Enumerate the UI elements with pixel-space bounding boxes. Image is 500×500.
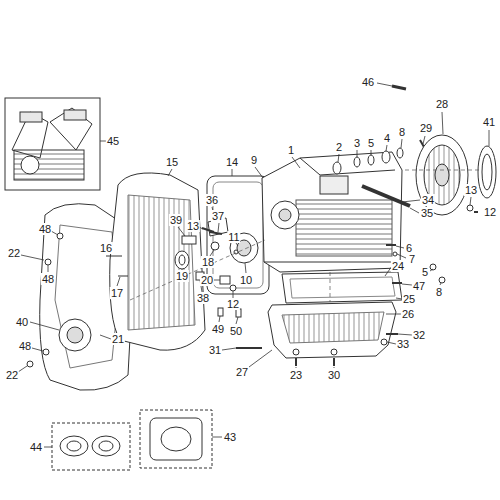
callout-number: 12 [226, 298, 240, 310]
callout-number: 48 [18, 340, 32, 352]
callout-number: 8 [398, 126, 406, 138]
kit-frame [52, 423, 130, 470]
callout-number: 49 [211, 323, 225, 335]
callout-number: 19 [175, 270, 189, 282]
callout-number: 47 [412, 280, 426, 292]
callout-number: 25 [402, 293, 416, 305]
callout-number: 31 [208, 344, 222, 356]
callout-number: 7 [408, 253, 416, 265]
inset-frame [5, 98, 100, 190]
callout-number: 45 [106, 135, 120, 147]
callout-number: 3 [353, 137, 361, 149]
callout-number: 24 [391, 260, 405, 272]
sump-gasket [282, 272, 402, 303]
callout-number: 50 [229, 325, 243, 337]
callout-number: 32 [412, 329, 426, 341]
callout-number: 44 [29, 441, 43, 453]
callout-number: 4 [383, 132, 391, 144]
engine-inset [12, 108, 92, 180]
callout-number: 11 [227, 231, 240, 243]
callout-number: 8 [435, 286, 443, 298]
callout-number: 1 [287, 144, 295, 156]
callout-number: 12 [483, 206, 497, 218]
callout-number: 34 [421, 194, 435, 206]
callout-number: 2 [335, 141, 343, 153]
kit-frame [140, 410, 212, 468]
callout-number: 15 [165, 156, 179, 168]
callout-number: 23 [289, 369, 303, 381]
timing-housing [110, 173, 205, 350]
assembly-axis [130, 170, 480, 302]
callout-number: 28 [435, 98, 449, 110]
callout-number: 43 [223, 431, 237, 443]
callout-number: 30 [327, 369, 341, 381]
callout-number: 48 [41, 273, 55, 285]
leader-lines [18, 83, 489, 447]
callout-number: 36 [205, 194, 219, 206]
oil-sump [268, 302, 396, 358]
callout-number: 13 [464, 184, 478, 196]
callout-number: 9 [250, 154, 258, 166]
callout-number: 46 [361, 76, 375, 88]
crankcase [262, 152, 402, 272]
callout-number: 16 [99, 242, 113, 254]
callout-number: 35 [420, 207, 434, 219]
callout-number: 21 [111, 333, 125, 345]
callout-number: 27 [235, 366, 249, 378]
ring-gear [478, 146, 496, 198]
callout-number: 48 [38, 223, 52, 235]
callout-number: 26 [401, 308, 415, 320]
callout-number: 37 [211, 210, 225, 222]
callout-number: 29 [419, 122, 433, 134]
callout-number: 22 [5, 369, 19, 381]
callout-number: 40 [15, 316, 29, 328]
callout-number: 20 [200, 274, 214, 286]
callout-number: 39 [169, 214, 183, 226]
callout-number: 22 [7, 247, 21, 259]
callout-number: 10 [239, 274, 253, 286]
callout-number: 38 [196, 292, 210, 304]
callout-number: 5 [367, 137, 375, 149]
callout-number: 17 [110, 287, 124, 299]
callout-number: 5 [421, 266, 429, 278]
oil-seal [175, 251, 189, 269]
callout-number: 14 [225, 156, 239, 168]
callout-number: 33 [396, 338, 410, 350]
callout-number: 18 [201, 256, 215, 268]
flywheel [416, 135, 468, 215]
callout-number: 13 [186, 220, 200, 232]
callout-number: 41 [482, 116, 496, 128]
bracket [182, 236, 196, 244]
